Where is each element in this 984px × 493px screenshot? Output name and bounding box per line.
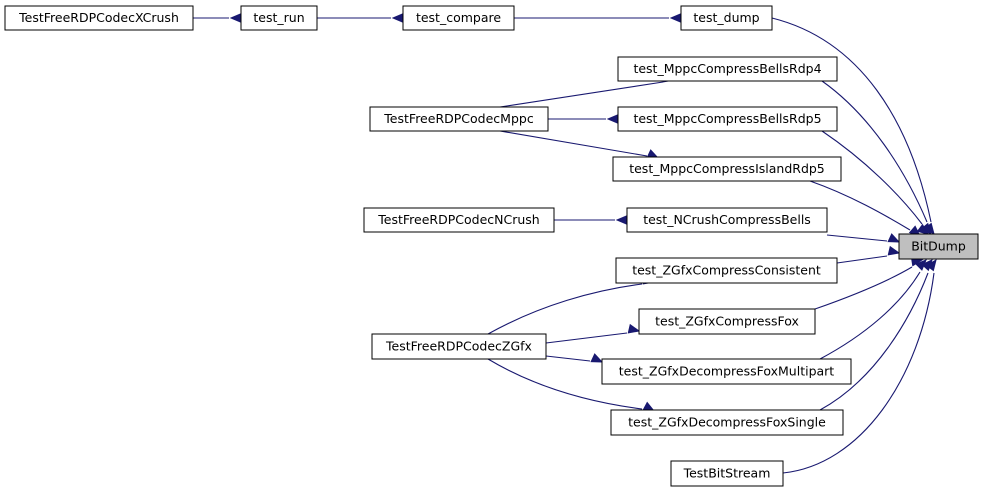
node-testfreerdpcodecxcrush[interactable]: TestFreeRDPCodecXCrush — [4, 5, 194, 31]
node-label: test_ZGfxCompressFox — [655, 314, 799, 329]
arrowhead — [391, 13, 404, 23]
node-label: TestFreeRDPCodecNCrush — [377, 212, 539, 227]
node-testbitstream[interactable]: TestBitStream — [670, 460, 784, 487]
node-testfreerdpcodecncrush[interactable]: TestFreeRDPCodecNCrush — [363, 207, 555, 233]
arrowhead — [669, 13, 682, 23]
edge-zgfx_main-to-zgfx_fox — [545, 323, 641, 344]
node-label: test_dump — [693, 10, 759, 25]
node-label: test_compare — [416, 10, 501, 25]
arrowhead — [925, 258, 937, 272]
edge-xcrush-to-test_run — [193, 13, 242, 23]
node-testfreerdpcodeczgfx[interactable]: TestFreeRDPCodecZGfx — [371, 333, 547, 360]
edge-zgfx_consistent-to-bitdump — [836, 245, 901, 264]
edge-ncrush_main-to-ncrush_bells — [554, 215, 628, 225]
node-label: TestBitStream — [683, 466, 771, 481]
node-label: TestFreeRDPCodecXCrush — [18, 10, 179, 25]
node-label: test_ZGfxDecompressFoxSingle — [628, 415, 826, 430]
node-bitdump[interactable]: BitDump — [898, 233, 979, 260]
node-test-zgfxdecompressfoxsingle[interactable]: test_ZGfxDecompressFoxSingle — [610, 409, 844, 436]
edge-mppc_main-to-mppc_island — [499, 130, 660, 159]
arrowhead — [606, 114, 619, 124]
node-label: test_ZGfxDecompressFoxMultipart — [619, 364, 835, 379]
arrowhead — [590, 353, 604, 363]
edge-mppc_rdp5-to-bitdump — [821, 130, 930, 235]
arrowhead — [229, 13, 242, 23]
edge-test_compare-to-test_dump — [514, 13, 682, 23]
node-label: test_run — [253, 10, 304, 25]
node-testfreerdpcodecmppc[interactable]: TestFreeRDPCodecMppc — [369, 106, 549, 132]
node-label: TestFreeRDPCodecMppc — [383, 111, 534, 126]
arrowhead — [916, 223, 930, 235]
node-label: BitDump — [911, 239, 966, 254]
edge-zgfx_main-to-zgfx_consistent — [487, 274, 656, 335]
arrowhead — [887, 245, 901, 256]
node-test-zgfxcompressconsistent[interactable]: test_ZGfxCompressConsistent — [615, 257, 838, 284]
node-label: test_ZGfxCompressConsistent — [632, 263, 821, 278]
edge-ncrush_bells-to-bitdump — [826, 233, 901, 243]
edge-zgfx_main-to-zgfx_multipart — [545, 353, 604, 363]
edge-bitstream-to-bitdump — [782, 258, 937, 474]
node-test-mppccompressislandrdp5[interactable]: test_MppcCompressIslandRdp5 — [612, 156, 842, 182]
edges-layer — [193, 13, 937, 474]
edge-test_run-to-test_compare — [317, 13, 404, 23]
node-test-mppccompressbellsrdp5[interactable]: test_MppcCompressBellsRdp5 — [617, 106, 838, 132]
node-test-dump[interactable]: test_dump — [680, 5, 773, 31]
node-label: TestFreeRDPCodecZGfx — [385, 339, 532, 354]
arrowhead — [627, 323, 641, 334]
node-test-mppccompressbellsrdp4[interactable]: test_MppcCompressBellsRdp4 — [617, 56, 838, 82]
node-test-zgfxdecompressfoxmultipart[interactable]: test_ZGfxDecompressFoxMultipart — [601, 358, 852, 385]
node-test-ncrushcompressbells[interactable]: test_NCrushCompressBells — [626, 207, 828, 233]
edge-mppc_main-to-mppc_rdp5 — [548, 114, 619, 124]
arrowhead — [887, 233, 901, 243]
node-test-compare[interactable]: test_compare — [402, 5, 515, 31]
node-label: test_MppcCompressBellsRdp4 — [633, 61, 821, 76]
node-test-zgfxcompressfox[interactable]: test_ZGfxCompressFox — [638, 308, 816, 335]
node-label: test_MppcCompressBellsRdp5 — [633, 111, 821, 126]
node-test-run[interactable]: test_run — [240, 5, 318, 31]
node-label: test_MppcCompressIslandRdp5 — [629, 161, 825, 176]
node-label: test_NCrushCompressBells — [643, 212, 811, 227]
arrowhead — [615, 215, 628, 225]
